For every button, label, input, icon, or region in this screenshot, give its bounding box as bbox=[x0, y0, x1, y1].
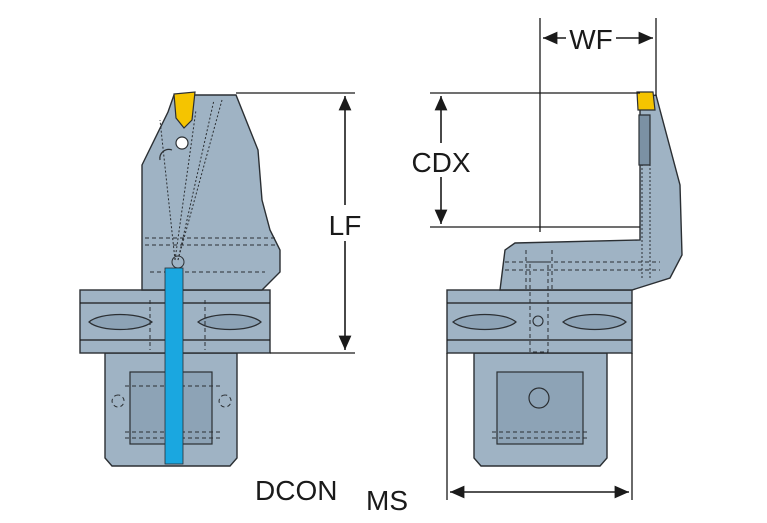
cdx-label: CDX bbox=[411, 147, 470, 178]
front-head bbox=[141, 94, 281, 291]
cdx-dimension: CDX bbox=[400, 92, 640, 228]
dconms-dimension: DCON MS bbox=[255, 353, 633, 516]
dcon-subscript: MS bbox=[366, 485, 408, 516]
lf-dimension: LF bbox=[236, 92, 366, 354]
dcon-label: DCON bbox=[255, 475, 337, 506]
side-insert bbox=[636, 91, 656, 111]
front-view bbox=[79, 91, 281, 467]
side-flange bbox=[446, 289, 633, 354]
side-view bbox=[446, 91, 683, 467]
wf-dimension: WF bbox=[539, 18, 657, 232]
side-shank bbox=[473, 352, 608, 467]
coolant-channel bbox=[164, 267, 184, 465]
wf-label: WF bbox=[569, 24, 613, 55]
dcon-main: DCON bbox=[255, 475, 337, 506]
front-insert bbox=[173, 91, 196, 129]
lf-label: LF bbox=[329, 210, 362, 241]
